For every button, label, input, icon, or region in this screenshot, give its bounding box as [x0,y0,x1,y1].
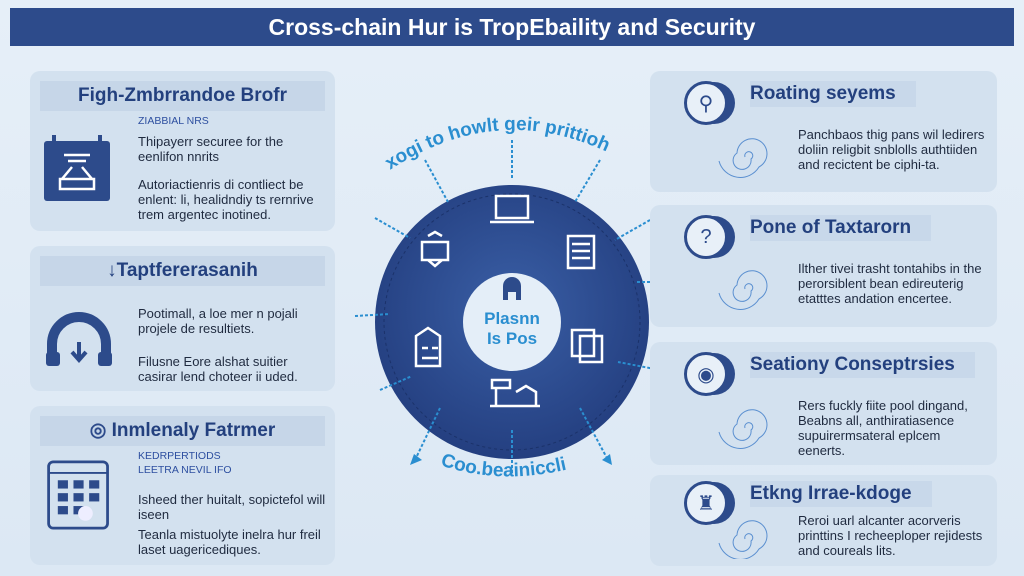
laptop-icon [490,194,534,224]
card-text: Pootimall, a loe mer n pojali projele de… [138,306,298,336]
right-card-2: ? Pone of Taxtarorn Ilther tivei trasht … [650,205,997,327]
calendar-car-icon [44,135,110,201]
card-heading: ◎ Inmlenaly Fatrmer [40,416,325,446]
hub-top-label-text: xogi to howlt geir prittioh [381,114,613,174]
left-card-3: ◎ Inmlenaly Fatrmer KEDRPERTIODS LEETRA … [30,406,335,565]
swirl-icon [718,138,768,178]
card-heading: ↓Taptfererasanih [40,256,325,286]
card-text: Teanla mistuolyte inelra hur freil laset… [138,527,321,557]
card-text: Reroi uarl alcanter acorveris printtins … [798,513,983,558]
documents-icon [570,328,604,364]
card-text: Thipayerr securee for the eenlifon nnrit… [138,134,284,164]
card-heading: Roating seyems [750,81,916,107]
card-text: Autoriactienris di contliect be enlent: … [138,177,314,222]
card-heading: Figh-Zmbrrandoe Brofr [40,81,325,111]
user-icon [503,277,521,302]
card-text: Rers fuckly fiite pool dingand, Beabns a… [798,398,968,458]
card-heading-text: Taptfererasanih [116,260,258,281]
card-subheading: LEETRA NEVIL IFO [138,464,232,476]
swirl-icon [718,270,768,310]
connector-arrows [354,140,660,475]
card-text: Panchbaos thig pans wil ledirers doliin … [798,127,985,172]
headphone-download-icon [46,312,112,366]
card-text: Ilther tivei trasht tontahibs in the per… [798,261,982,306]
jar-icon: ♜ [684,481,728,525]
shield-icon: ◉ [684,352,728,396]
card-subheading: KEDRPERTIODS [138,450,221,462]
card-heading: Etkng Irrae-kdoge [750,481,932,507]
cargo-icon [490,378,540,408]
swirl-icon [718,520,768,559]
right-card-4: ♜ Etkng Irrae-kdoge Reroi uarl alcanter … [650,475,997,566]
card-text: Filusne Eore alshat suitier casirar lend… [138,354,298,384]
plug-icon: ⚲ [684,81,728,125]
card-heading: Seationy Conseptrsies [750,352,975,378]
right-card-3: ◉ Seationy Conseptrsies Rers fuckly fiit… [650,342,997,465]
hub-diagram: Plasnn Is Pos xogi to howlt geir prittio… [354,114,660,481]
left-card-2: ↓Taptfererasanih Pootimall, a loe mer n … [30,246,335,391]
right-card-1: ⚲ Roating seyems Panchbaos thig pans wil… [650,71,997,192]
swirl-icon [718,409,768,449]
page-title: Cross-chain Hur is TropEbaility and Secu… [10,8,1014,46]
hub-top-label: xogi to howlt geir prittioh [381,114,613,174]
hub-center-line2: Is Pos [487,329,537,348]
spiral-icon: ◎ [89,420,112,441]
down-arrow-icon: ↓ [107,260,117,281]
card-text: Isheed ther huitalt, sopictefol will ise… [138,492,326,522]
question-icon: ? [684,215,728,259]
hub-center [463,273,561,371]
card-heading-text: Inmlenaly Fatrmer [111,420,276,441]
network-icon [420,230,450,268]
card-subheading: ZIABBIAL NRS [138,115,209,127]
left-card-1: Figh-Zmbrrandoe Brofr ZIABBIAL NRS Thipa… [30,71,335,231]
hub-center-line1: Plasnn [484,309,540,328]
document-list-icon [566,234,596,270]
calendar-grid-icon [47,460,109,530]
building-icon [414,326,442,368]
card-heading: Pone of Taxtarorn [750,215,932,241]
